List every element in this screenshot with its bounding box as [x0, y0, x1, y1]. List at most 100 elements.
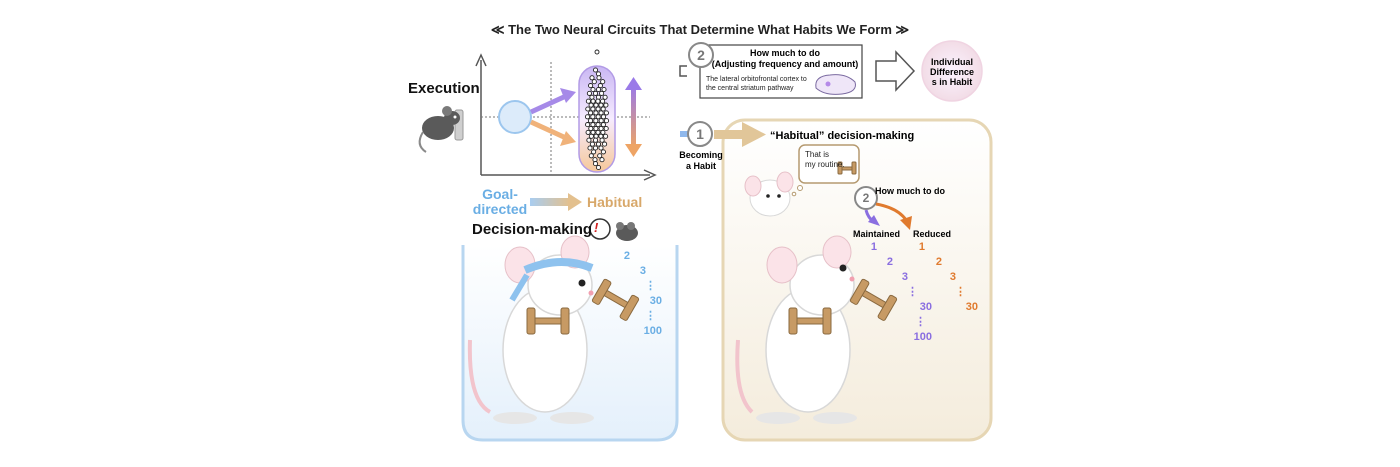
scatter-point [597, 153, 603, 159]
circuit1-number: 1 [696, 126, 704, 142]
circuit2-number: 2 [697, 47, 705, 63]
scatter-point [590, 114, 596, 120]
scatter-point [593, 110, 599, 116]
scatter-point [593, 102, 599, 108]
scatter-point [592, 90, 599, 96]
right-panel-title: “Habitual” decision-making [770, 130, 915, 142]
scatter-point [592, 161, 599, 167]
count-item: ⋮ [645, 310, 656, 322]
alert-symbol: ! [594, 220, 599, 235]
maintained-item: 2 [886, 256, 893, 268]
scatter-point [591, 149, 597, 155]
scatter-point [588, 83, 594, 89]
execution-label: Execution [408, 80, 480, 97]
goal-directed-circle [498, 100, 532, 134]
how-much-number: 2 [862, 191, 870, 205]
individual-differences-label: Individual Difference s in Habit [929, 57, 974, 87]
reduced-item: 2 [935, 256, 942, 268]
scatter-point [600, 79, 606, 85]
variation-double-arrow [625, 77, 642, 157]
scatter-point [600, 122, 606, 128]
scatter-point [592, 67, 599, 73]
reduced-sequence: 1 2 3 ⋮ 30 [910, 240, 980, 315]
scatter-point [592, 137, 599, 143]
reduced-arrow [875, 202, 908, 221]
how-much-label: How much to do [875, 186, 945, 196]
scatter-point [599, 90, 605, 96]
maintained-item: ⋮ [907, 286, 918, 298]
maintained-item: 30 [919, 301, 932, 313]
scatter-point-outlier [594, 49, 600, 55]
scatter-point [595, 129, 601, 135]
scatter-point [602, 141, 608, 147]
scatter-point [588, 153, 594, 159]
scatter-point [600, 106, 606, 112]
scatter-point [595, 122, 601, 128]
goal-to-habit-arrow [530, 193, 582, 211]
scatter-point [598, 110, 604, 116]
scatter-point [585, 122, 591, 128]
thinking-mouse-icon [744, 171, 794, 217]
scatter-point [599, 137, 605, 143]
goal-directed-label: Goal- directed [472, 186, 528, 217]
brain-icon [815, 74, 856, 95]
reduced-item: 1 [918, 241, 925, 253]
scatter-point [600, 129, 606, 135]
scatter-point [586, 90, 592, 96]
speech-bubble [798, 144, 860, 184]
scatter-point [603, 110, 609, 116]
scatter-point [589, 75, 595, 81]
scatter-point [586, 137, 592, 143]
mouse-at-lever-icon [418, 106, 464, 153]
scatter-point [598, 102, 604, 108]
scatter-point [587, 118, 594, 124]
scatter-point [603, 118, 610, 124]
speech-bubble-text: That is my routine. [805, 150, 845, 169]
scatter-point [598, 118, 604, 124]
alert-bubble-icon [589, 218, 611, 240]
scatter-point [595, 164, 602, 171]
scatter-point [587, 145, 593, 151]
count-item: 2 [623, 250, 630, 262]
maintained-item: 100 [913, 331, 932, 343]
scatter-point [592, 145, 599, 151]
mouse-with-dumbbells-right [735, 235, 898, 424]
small-mouse-icon [616, 222, 638, 241]
scatter-point [595, 114, 601, 120]
count-item: 3 [639, 265, 646, 277]
how-much-number-circle [854, 186, 878, 210]
scatter-point [593, 125, 599, 132]
scatter-point [591, 79, 597, 85]
circuit2-number-circle [688, 42, 714, 68]
scatter-point [590, 106, 596, 112]
scatter-point [602, 94, 608, 100]
scatter-point [585, 98, 591, 104]
decision-making-label: Decision-making [472, 221, 593, 238]
scatter-point [595, 86, 602, 93]
hollow-arrow-to-outcome [875, 50, 916, 92]
scatter-point [595, 98, 601, 104]
scatter-point [596, 75, 602, 81]
reduced-item: 30 [965, 301, 978, 313]
circuit2-title: How much to do (Adjusting frequency and … [711, 48, 859, 69]
maintained-item: 3 [901, 271, 908, 283]
individual-differences-circle [921, 40, 983, 102]
scatter-point [585, 106, 591, 112]
scatter-points [584, 49, 610, 171]
scatter-point [585, 129, 591, 135]
branch-arrow-down [529, 119, 568, 141]
scatter-point [599, 157, 605, 163]
circuit1-label: Becoming a Habit [679, 150, 723, 171]
scatter-point [588, 133, 594, 139]
figure-title: ≪ The Two Neural Circuits That Determine… [490, 22, 910, 37]
scatter-point [588, 125, 594, 132]
scatter-point [603, 133, 609, 139]
scatter-point [590, 98, 596, 104]
count-item: ⋮ [645, 280, 656, 292]
maintained-sequence: 1 2 3 ⋮ 30 ⋮ 100 [862, 240, 932, 345]
maintained-label: Maintained [853, 229, 901, 239]
mouse-with-dumbbells-left [467, 235, 640, 424]
maintained-item: 1 [870, 241, 877, 253]
scatter-point [589, 141, 595, 147]
